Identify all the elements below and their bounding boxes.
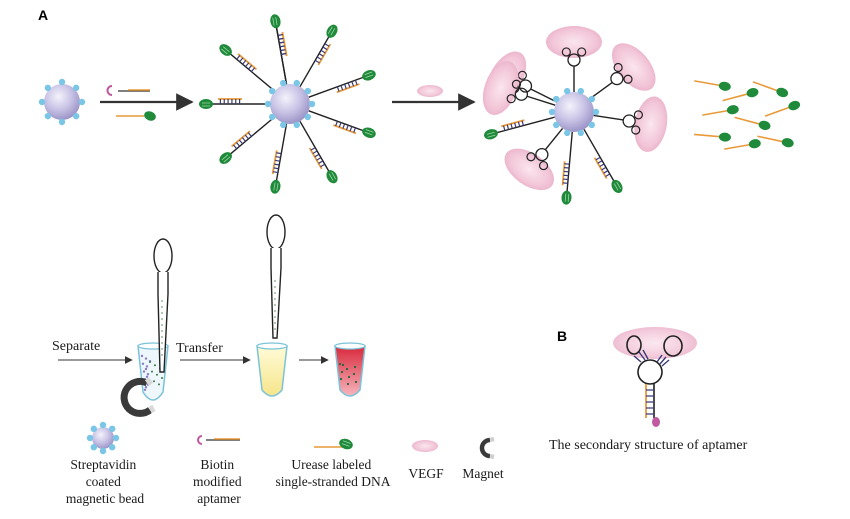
magnet-tube-1 (120, 377, 156, 417)
bead-aptamer-complex (199, 14, 376, 194)
streptavidin-knob (108, 443, 116, 451)
free-urease-dna (734, 116, 771, 130)
legend-urease-label: Urease labeled single-stranded DNA (275, 457, 390, 489)
streptavidin-knob (78, 98, 86, 106)
urease-enzyme (199, 99, 213, 109)
streptavidin-knob (108, 425, 116, 433)
streptavidin-knob (44, 112, 52, 120)
urease-enzyme (219, 44, 232, 56)
streptavidin-knob (112, 434, 120, 442)
urease-enzyme (362, 127, 376, 139)
urease-enzyme (326, 170, 338, 184)
reagent-urease-dna (116, 111, 156, 121)
free-urease-dna (694, 80, 731, 91)
free-urease-dna (764, 100, 801, 117)
bead-vegf-complex (482, 26, 668, 205)
urease-enzyme (270, 179, 281, 194)
streptavidin-knob (58, 78, 66, 86)
bead-core (44, 84, 80, 120)
magnet-icon (479, 436, 495, 460)
urease-enzyme (339, 438, 353, 450)
vegf-on-aptamer (613, 327, 697, 359)
streptavidin-knob (86, 434, 94, 442)
vegf-protein (634, 96, 668, 152)
urease-enzyme (484, 129, 498, 140)
streptavidin-knob (293, 79, 300, 87)
urease-enzyme (270, 14, 281, 29)
bare-magnetic-bead (38, 78, 86, 126)
streptavidin-knob (577, 129, 584, 137)
streptavidin-knob (577, 87, 584, 95)
streptavidin-knob (564, 87, 571, 95)
streptavidin-knob (269, 87, 276, 95)
biotin-aptamer-icon (197, 435, 240, 445)
bead-core (92, 427, 114, 449)
streptavidin-knob (58, 118, 66, 126)
free-urease-dna (752, 81, 789, 98)
streptavidin-knob (72, 112, 80, 120)
legend-aptamer-label: Biotin modified aptamer (193, 457, 245, 506)
streptavidin-knob (553, 121, 560, 129)
pipette-1 (153, 238, 173, 373)
streptavidin-knob (44, 84, 52, 92)
streptavidin-knob (588, 121, 595, 129)
pipette-2 (266, 214, 286, 339)
aptamer-structure (613, 327, 697, 427)
tube-readout (334, 342, 366, 397)
free-urease-dna (702, 105, 739, 116)
magnetic-bead-icon (86, 421, 120, 455)
bead-core (554, 92, 594, 132)
aptamer-structure-caption: The secondary structure of aptamer (549, 438, 748, 453)
streptavidin-knob (99, 447, 107, 455)
urease-enzyme (326, 24, 338, 38)
streptavidin-knob (588, 95, 595, 103)
streptavidin-knob (564, 129, 571, 137)
streptavidin-knob (38, 98, 46, 106)
bead-core (270, 84, 310, 124)
vegf-protein (611, 43, 656, 91)
urease-enzyme (611, 179, 623, 194)
urease-dna-icon (314, 438, 353, 450)
streptavidin-knob (99, 421, 107, 429)
reagent-vegf (417, 85, 443, 97)
streptavidin-knob (280, 121, 287, 129)
legend-magnet-label: Magnet (462, 466, 503, 481)
transfer-label: Transfer (176, 341, 223, 356)
free-urease-dna (724, 139, 761, 150)
free-urease-dna (693, 132, 731, 142)
legend: Streptavidin coated magnetic bead Biotin… (66, 421, 504, 506)
legend-vegf-label: VEGF (408, 466, 444, 481)
streptavidin-knob (72, 84, 80, 92)
vegf-protein (546, 26, 602, 58)
streptavidin-knob (548, 108, 556, 116)
streptavidin-knob (293, 121, 300, 129)
streptavidin-knob (264, 100, 272, 108)
released-urease-dna (693, 80, 801, 150)
urease-enzyme (219, 152, 232, 164)
streptavidin-knob (304, 113, 311, 121)
panel-label-b: B (557, 328, 567, 344)
streptavidin-knob (269, 113, 276, 121)
urease-enzyme (362, 69, 376, 81)
streptavidin-knob (304, 87, 311, 95)
urease-enzyme (561, 190, 572, 205)
tube-supernatant (256, 342, 288, 397)
reagent-aptamer (106, 85, 150, 96)
streptavidin-knob (308, 100, 316, 108)
panel-label-a: A (38, 7, 48, 23)
separate-label: Separate (52, 339, 100, 354)
vegf-protein (482, 61, 519, 115)
streptavidin-knob (592, 108, 600, 116)
legend-bead-label: Streptavidin coated magnetic bead (66, 457, 145, 506)
streptavidin-knob (90, 443, 98, 451)
free-urease-dna (722, 88, 759, 102)
free-urease-dna (757, 135, 794, 148)
vegf-protein (504, 148, 554, 191)
streptavidin-knob (280, 79, 287, 87)
streptavidin-knob (553, 95, 560, 103)
streptavidin-knob (90, 425, 98, 433)
vegf-icon (412, 440, 438, 452)
